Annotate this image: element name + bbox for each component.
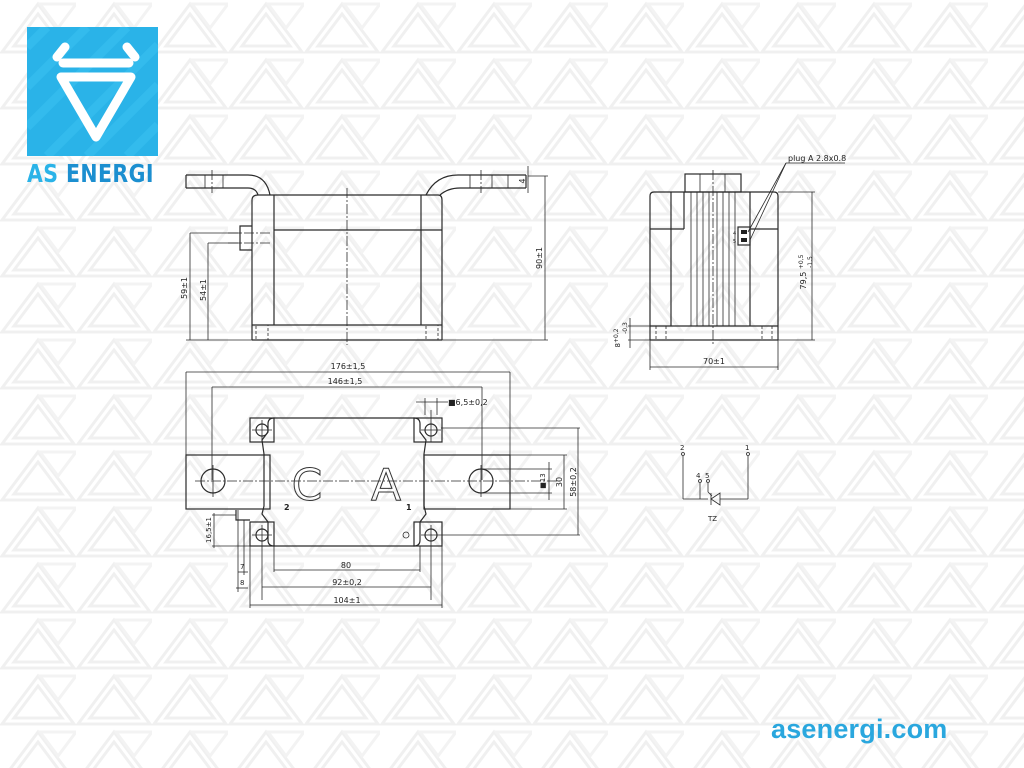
dim-7: 7 [240, 563, 244, 571]
end-view: 4 5 plug A 2.8x0.8 79,5 +0,5 -1,5 8+0,2 … [613, 154, 846, 370]
dim-58: 58±0,2 [569, 467, 578, 497]
website-link[interactable]: asenergi.com [771, 714, 948, 744]
dim-13: ■13 [539, 473, 547, 489]
schematic-pin-1: 1 [745, 444, 749, 452]
dim-80: 80 [341, 561, 351, 570]
schematic-pin-5: 5 [705, 472, 709, 480]
dim-30: 30 [555, 477, 564, 487]
schematic-type-label: TZ [707, 515, 717, 523]
end-pin-4: 4 [733, 231, 736, 237]
logo-glyph-icon [27, 27, 158, 156]
schematic-symbol: 2 1 4 5 TZ [680, 444, 750, 523]
logo-word-as: AS [27, 159, 59, 188]
dim-92: 92±0,2 [332, 578, 362, 587]
letter-cathode: C [292, 460, 323, 511]
schematic-pin-4: 4 [696, 472, 701, 480]
logo-word-energi: ENERGI [66, 159, 154, 188]
dim-8-top: 8 [240, 579, 244, 587]
dim-70: 70±1 [703, 357, 725, 366]
dim-104: 104±1 [333, 596, 360, 605]
dim-146: 146±1,5 [328, 377, 363, 386]
logo-mark [27, 27, 158, 156]
dim-79-5: 79,5 +0,5 [798, 254, 808, 289]
side-view: 59±1 54±1 90±1 4 [180, 166, 548, 345]
dim-54: 54±1 [199, 279, 208, 301]
logo-wordmark: AS ENERGI [27, 158, 153, 190]
dim-mount-hole: ■6,5±0,2 [448, 398, 488, 407]
terminal-2-label: 2 [284, 503, 290, 512]
dim-79-5-lower: -1,5 [807, 256, 814, 268]
top-view: 176±1,5 146±1,5 ■6,5±0,2 C A 2 1 [185, 362, 580, 608]
dim-176: 176±1,5 [331, 362, 366, 371]
terminal-1-label: 1 [406, 503, 412, 512]
dim-4: 4 [518, 178, 527, 183]
plug-label: plug A 2.8x0.8 [788, 154, 846, 163]
dim-8: 8+0,2 [613, 328, 622, 347]
schematic-pin-2: 2 [680, 444, 684, 452]
end-pin-5: 5 [733, 239, 736, 245]
dim-90: 90±1 [535, 247, 544, 269]
letter-anode: A [371, 460, 401, 511]
dim-59: 59±1 [180, 277, 189, 299]
dim-16-5: 16,5±1 [205, 517, 213, 543]
dim-8-lower: -0,3 [622, 322, 629, 334]
